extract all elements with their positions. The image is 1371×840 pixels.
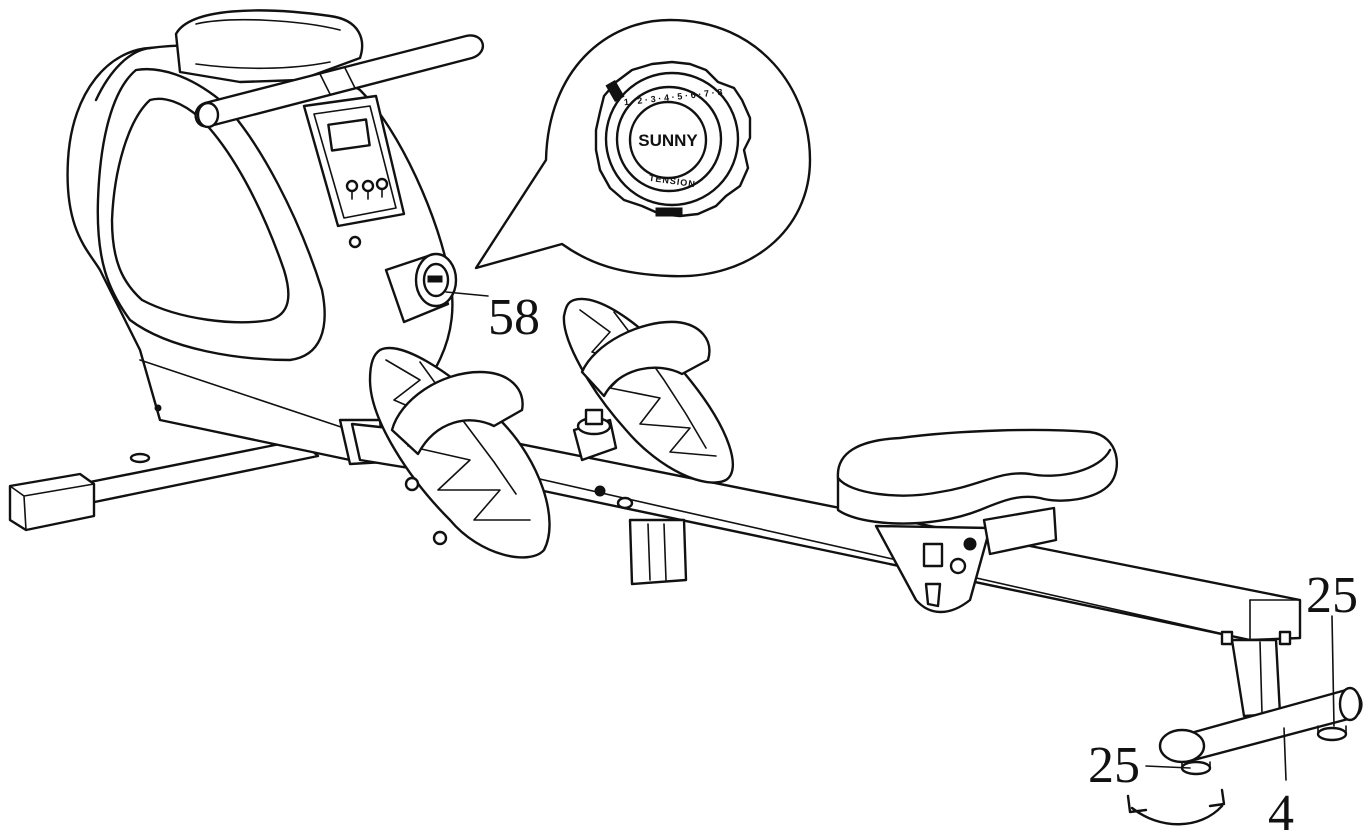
seat — [836, 428, 1118, 614]
rail-support-leg — [628, 518, 688, 586]
tension-knob — [384, 252, 458, 324]
callout-58: 58 — [488, 289, 540, 346]
rear-foot-right — [1316, 725, 1348, 742]
knob-detail-callout: 1 · 2 · 3 · 4 · 5 · 6 · 7 · 8 SUNNY TENS… — [474, 18, 812, 278]
footrest-pivot — [572, 408, 618, 462]
front-stabilizer — [8, 438, 320, 532]
left-footrest — [368, 346, 551, 559]
callout-25-lower: 25 — [1088, 737, 1140, 794]
rotation-arrow — [1126, 788, 1226, 826]
rear-support-leg — [1220, 630, 1292, 718]
monitor-buttons — [345, 177, 389, 200]
monitor — [302, 94, 406, 228]
rear-stabilizer — [1158, 686, 1363, 764]
leader-lines — [445, 291, 1335, 781]
knob-brand-text: SUNNY — [638, 131, 698, 150]
knob-detail-dial: 1 · 2 · 3 · 4 · 5 · 6 · 7 · 8 SUNNY TENS… — [594, 60, 752, 218]
right-footrest — [562, 297, 734, 484]
callout-4: 4 — [1268, 785, 1294, 840]
callout-25-upper: 25 — [1306, 567, 1358, 624]
handlebar — [194, 34, 484, 129]
monitor-screen — [327, 118, 371, 152]
handle-rest — [174, 9, 364, 84]
